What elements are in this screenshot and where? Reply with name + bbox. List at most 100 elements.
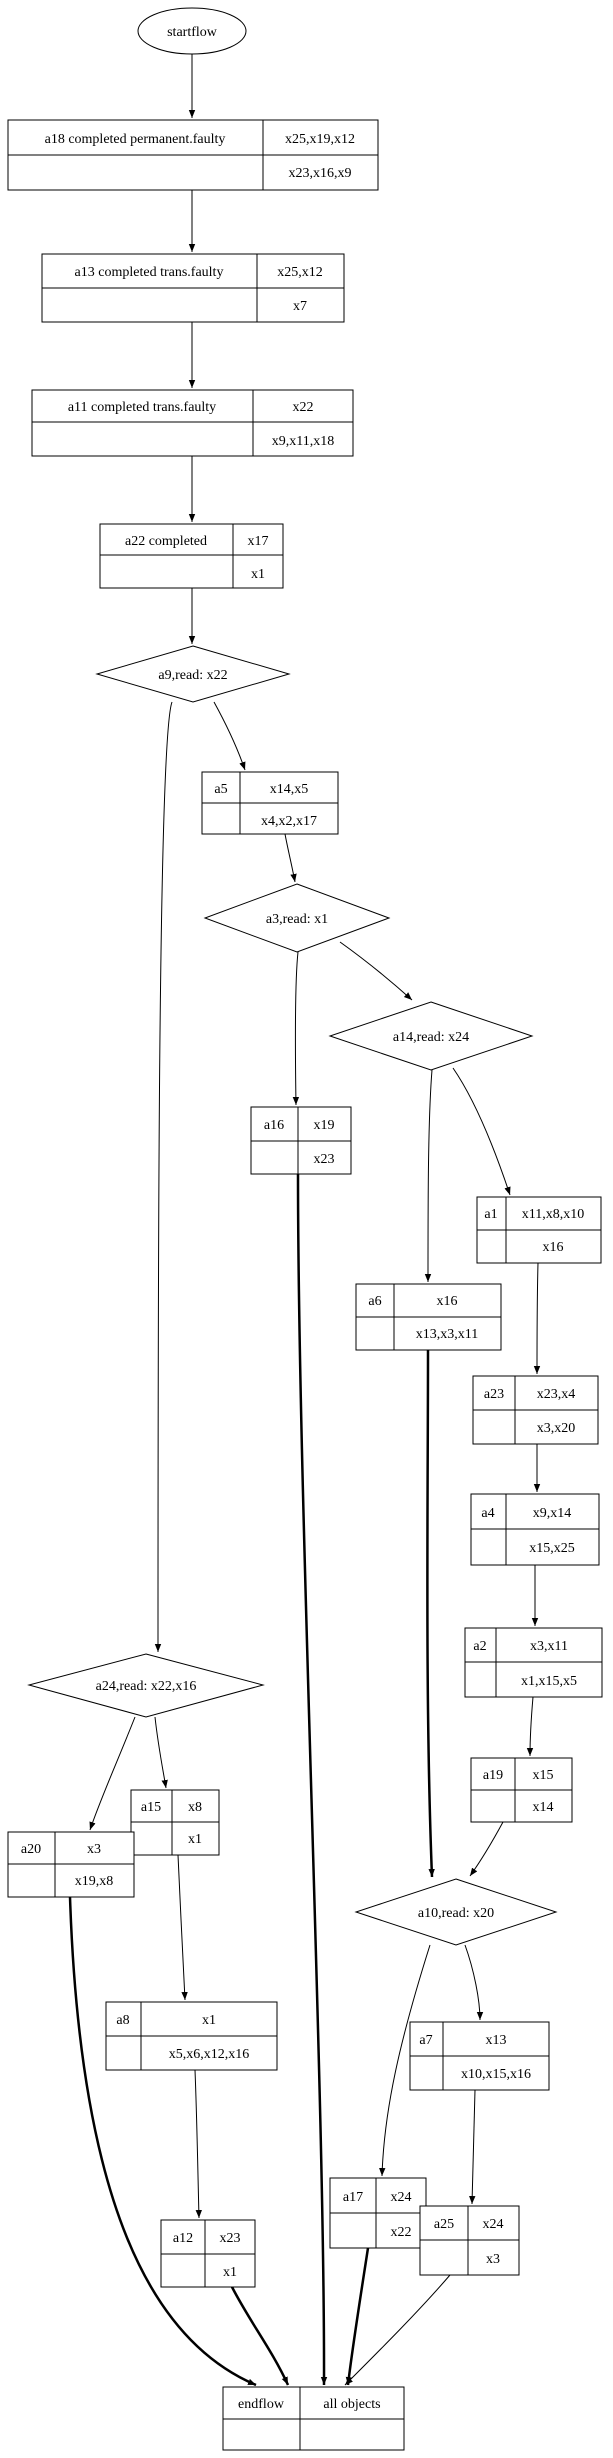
edge-a17-endflow — [345, 2247, 370, 2386]
edge-a6-a10 — [426, 1349, 435, 1878]
task-inputs: x11,x8,x10 — [522, 1207, 584, 1222]
task-node-a19: a19 x15 x14 — [470, 1757, 573, 1823]
task-inputs: x3 — [87, 1842, 101, 1857]
decision-node-a3: a3,read: x1 — [203, 883, 391, 953]
task-node-a4: a4 x9,x14 x15,x25 — [470, 1493, 600, 1566]
task-inputs: x13 — [486, 2033, 507, 2048]
task-node-a18: a18 completed permanent.faulty x25,x19,x… — [7, 119, 379, 191]
start-label: startflow — [167, 25, 218, 40]
decision-node-a14: a14,read: x24 — [328, 1001, 534, 1071]
task-node-a15: a15 x8 x1 — [130, 1789, 220, 1856]
task-node-a1: a1 x11,x8,x10 x16 — [476, 1196, 602, 1264]
task-label: a25 — [434, 2217, 454, 2232]
task-node-a7: a7 x13 x10,x15,x16 — [409, 2021, 550, 2091]
task-node-a6: a6 x16 x13,x3,x11 — [355, 1283, 502, 1351]
edge-a3-a16 — [292, 951, 300, 1106]
edge-a7-a25 — [469, 2089, 476, 2205]
task-inputs: x23 — [220, 2231, 241, 2246]
edge-a9-a5 — [213, 701, 246, 771]
task-label: a4 — [481, 1506, 494, 1521]
edge-a14-a6 — [424, 1069, 433, 1283]
edge-a2-a19 — [526, 1696, 534, 1757]
task-outputs: x3 — [486, 2252, 500, 2267]
task-outputs: x1,x15,x5 — [521, 1674, 577, 1689]
edge-a3-a14 — [339, 941, 413, 1001]
task-inputs: x16 — [437, 1294, 458, 1309]
task-label: a16 — [264, 1118, 284, 1133]
task-label: a6 — [368, 1294, 381, 1309]
task-node-a12: a12 x23 x1 — [160, 2219, 256, 2288]
end-node: endflow all objects — [222, 2386, 405, 2451]
task-node-a5: a5 x14,x5 x4,x2,x17 — [201, 771, 339, 835]
edges — [68, 54, 541, 2387]
task-outputs: x14 — [533, 1800, 554, 1815]
task-inputs: x24 — [483, 2217, 504, 2232]
task-node-a2: a2 x3,x11 x1,x15,x5 — [464, 1627, 603, 1698]
task-label: a7 — [419, 2033, 432, 2048]
task-label: a5 — [214, 782, 227, 797]
task-outputs: x3,x20 — [537, 1421, 576, 1436]
task-outputs: x5,x6,x12,x16 — [169, 2047, 250, 2062]
task-node-a22: a22 completed x17 x1 — [99, 523, 284, 589]
edge-a15-a8 — [177, 1854, 188, 2001]
edge-a12-endflow — [230, 2286, 290, 2386]
task-outputs: x23,x16,x9 — [289, 166, 352, 181]
decision-label: a9,read: x22 — [158, 668, 227, 683]
task-label: a13 completed trans.faulty — [75, 265, 224, 280]
edge-a5-a3 — [284, 833, 297, 883]
task-label: a20 — [21, 1842, 41, 1857]
decision-node-a9: a9,read: x22 — [95, 645, 291, 703]
edge-a24-a15 — [154, 1716, 168, 1789]
task-inputs: x25,x19,x12 — [285, 132, 355, 147]
task-label: a2 — [473, 1639, 486, 1654]
start-node: startflow — [137, 7, 247, 55]
task-outputs: x16 — [543, 1240, 564, 1255]
task-label: a22 completed — [125, 534, 207, 549]
edge-a10-a17 — [379, 1944, 431, 2177]
edge-a24-a20 — [89, 1716, 136, 1831]
task-node-a20: a20 x3 x19,x8 — [7, 1831, 135, 1898]
edge-a25-endflow — [344, 2274, 451, 2386]
task-label: a8 — [116, 2013, 129, 2028]
decision-label: a14,read: x24 — [393, 1030, 469, 1045]
task-node-a8: a8 x1 x5,x6,x12,x16 — [105, 2001, 278, 2071]
task-outputs: x15,x25 — [529, 1541, 575, 1556]
task-outputs: x13,x3,x11 — [416, 1327, 478, 1342]
decision-node-a10: a10,read: x20 — [354, 1878, 558, 1946]
task-inputs: x3,x11 — [530, 1639, 568, 1654]
task-inputs: x17 — [248, 534, 269, 549]
task-outputs: x4,x2,x17 — [261, 814, 317, 829]
task-inputs: x1 — [202, 2013, 216, 2028]
task-inputs: x8 — [188, 1800, 202, 1815]
task-nodes: a18 completed permanent.faulty x25,x19,x… — [7, 119, 603, 2451]
end-label: endflow — [238, 2397, 285, 2412]
task-outputs: x9,x11,x18 — [272, 434, 334, 449]
task-label: a1 — [484, 1207, 497, 1222]
edge-a1-a23 — [533, 1262, 541, 1375]
edge-a20-endflow — [68, 1896, 257, 2387]
task-node-a13: a13 completed trans.faulty x25,x12 x7 — [41, 253, 345, 323]
task-label: a19 — [483, 1768, 503, 1783]
task-outputs: x19,x8 — [75, 1874, 114, 1889]
task-outputs: x1 — [223, 2265, 237, 2280]
task-label: a23 — [484, 1387, 504, 1402]
task-outputs: x1 — [251, 567, 265, 582]
task-node-a25: a25 x24 x3 — [419, 2205, 520, 2276]
task-outputs: x23 — [314, 1152, 335, 1167]
task-inputs: x15 — [533, 1768, 554, 1783]
task-inputs: x25,x12 — [277, 265, 323, 280]
task-node-a23: a23 x23,x4 x3,x20 — [472, 1375, 599, 1445]
task-inputs: x24 — [391, 2190, 412, 2205]
decision-node-a24: a24,read: x22,x16 — [27, 1653, 265, 1718]
decision-label: a10,read: x20 — [418, 1906, 494, 1921]
edge-a10-a7 — [464, 1944, 484, 2021]
task-outputs: x7 — [293, 299, 307, 314]
task-outputs: x1 — [188, 1832, 202, 1847]
task-inputs: x14,x5 — [270, 782, 309, 797]
task-label: a12 — [173, 2231, 193, 2246]
edge-a14-a1 — [452, 1067, 511, 1196]
edge-a19-a10 — [469, 1821, 504, 1877]
task-outputs: x22 — [391, 2225, 412, 2240]
task-inputs: x19 — [314, 1118, 335, 1133]
